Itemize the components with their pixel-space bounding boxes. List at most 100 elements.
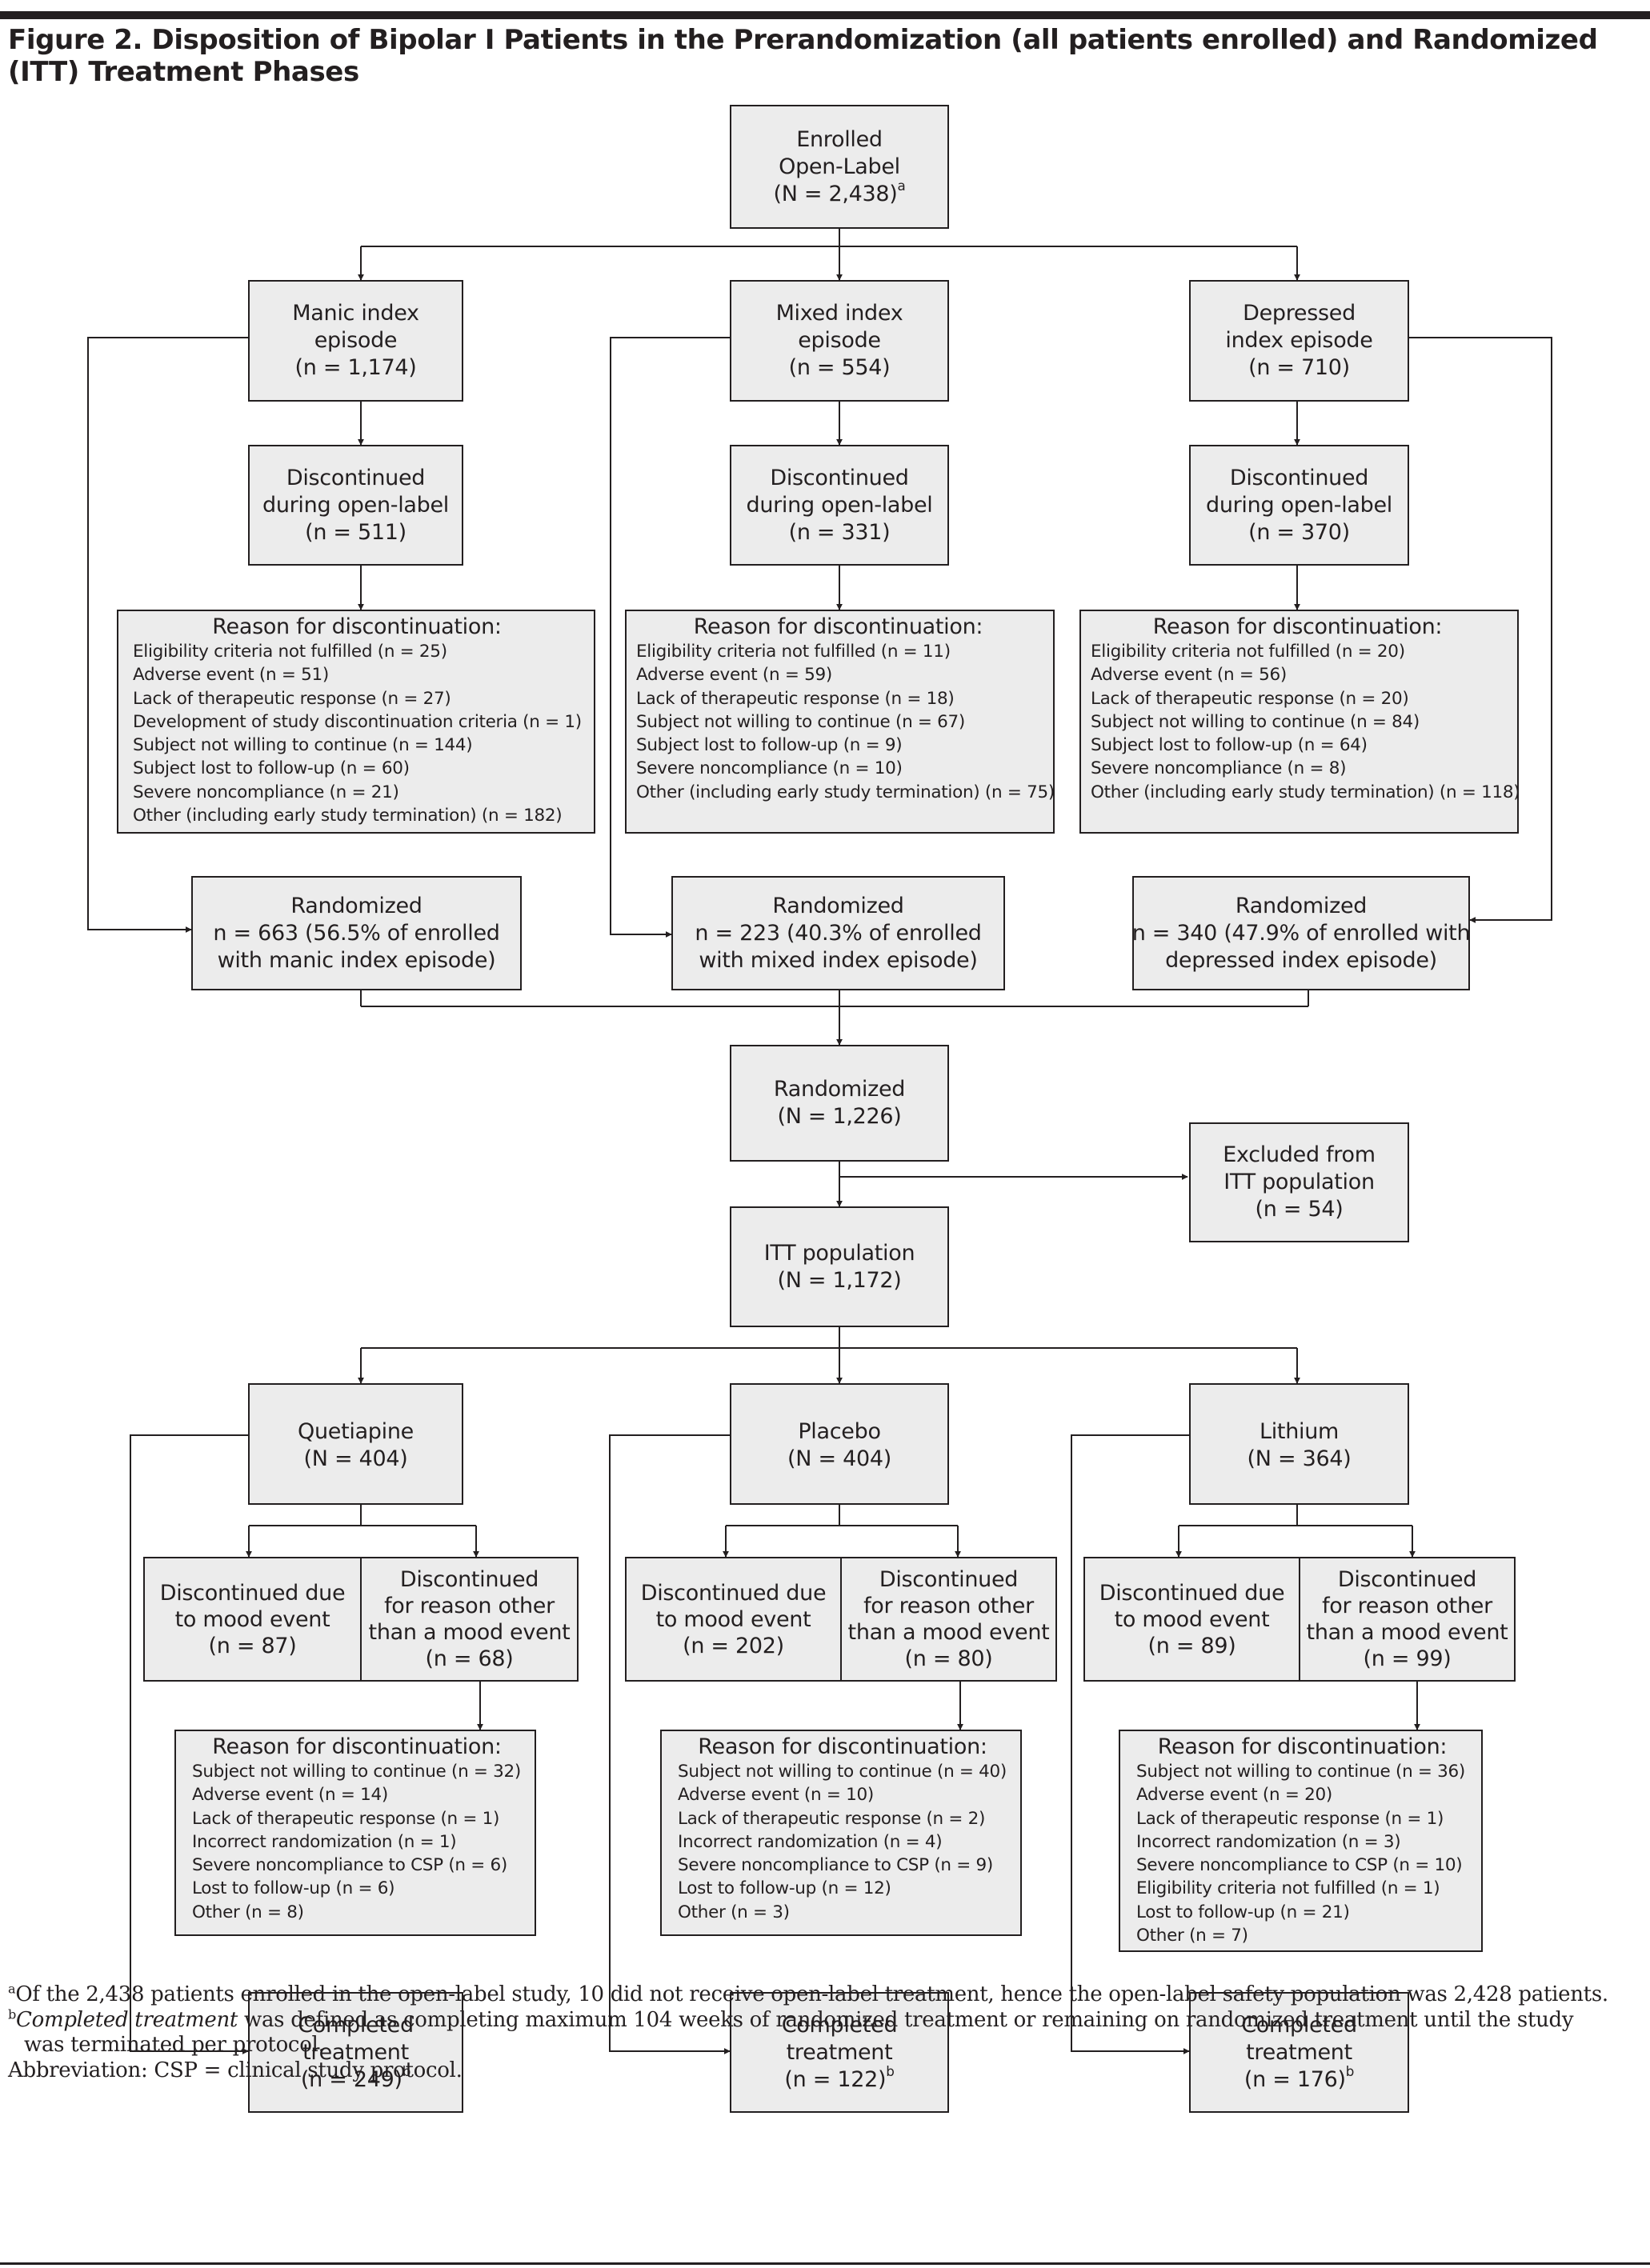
box-line-text: (n = 176) [1244,2066,1346,2092]
footnote-a: aOf the 2,438 patients enrolled in the o… [8,1982,1644,2008]
reasons-heading: Reason for discontinuation: [212,1734,502,1759]
box-line: than a mood event [847,1620,1050,1645]
box-line: than a mood event [368,1620,571,1645]
box-line: (n = 89) [1147,1633,1236,1658]
box-line: (n = 370) [1248,519,1350,545]
placebo-box: Placebo (N = 404) [730,1383,949,1505]
reasons-heading: Reason for discontinuation: [698,1734,987,1759]
reason-item: Other (including early study termination… [133,806,563,826]
box-line: with manic index episode) [217,947,496,973]
box-line: (n = 54) [1255,1197,1344,1222]
box-line: for reason other [1322,1594,1492,1618]
box-line: (n = 249)b [301,2065,410,2094]
quetiapine-mood-event: Discontinued due to mood event (n = 87) [145,1558,360,1680]
box-line: Quetiapine [298,1419,414,1444]
reason-item: Subject not willing to continue (n = 36) [1136,1762,1466,1782]
reason-item: Other (n = 7) [1136,1926,1248,1946]
reason-item: Lack of therapeutic response (n = 27) [133,688,451,709]
lithium-mood-event: Discontinued due to mood event (n = 89) [1085,1558,1299,1680]
lithium-completed-box: Completed treatment (n = 176)b [1189,1992,1409,2113]
reason-item: Lost to follow-up (n = 6) [192,1878,395,1899]
box-line: (n = 1,174) [294,355,417,380]
reason-item: Severe noncompliance to CSP (n = 6) [192,1855,508,1876]
box-line: treatment [1246,2039,1352,2065]
box-line: (n = 710) [1248,355,1350,380]
depressed-index-box: Depressed index episode (n = 710) [1189,280,1409,402]
box-line: Discontinued due [640,1580,827,1606]
quetiapine-discontinued-split: Discontinued due to mood event (n = 87) … [143,1557,579,1682]
reason-item: Lack of therapeutic response (n = 20) [1091,688,1409,709]
reason-item: Lack of therapeutic response (n = 1) [192,1808,500,1829]
enrolled-box: Enrolled Open-Label (N = 2,438)a [730,105,949,229]
reason-item: Severe noncompliance to CSP (n = 10) [1136,1855,1463,1876]
reasons-heading: Reason for discontinuation: [693,614,983,639]
placebo-discontinued-split: Discontinued due to mood event (n = 202)… [625,1557,1057,1682]
abbreviation-note: Abbreviation: CSP = clinical study proto… [8,2058,463,2082]
box-line: (N = 2,438)a [773,178,906,208]
box-line: treatment [302,2039,409,2065]
box-line: Randomized [773,1077,906,1102]
box-line: Discontinued due [1099,1580,1285,1606]
manic-randomized-box: Randomized n = 663 (56.5% of enrolled wi… [191,876,522,990]
box-line: to mood event [1114,1606,1270,1632]
box-line: (N = 364) [1247,1446,1352,1471]
footnote-marker: a [897,178,906,194]
arrow [1071,1434,1190,2054]
reason-item: Subject not willing to continue (n = 32) [192,1762,522,1782]
footnotes: aOf the 2,438 patients enrolled in the o… [8,1982,1644,2083]
box-line: (n = 99) [1363,1646,1452,1671]
box-line: for reason other [384,1594,555,1618]
box-line: n = 340 (47.9% of enrolled with [1131,920,1471,946]
lithium-box: Lithium (N = 364) [1189,1383,1409,1505]
mixed-discontinued-box: Discontinued during open-label (n = 331) [730,445,949,566]
quetiapine-completed-box: Completed treatment (n = 249)b [248,1992,463,2113]
box-line: (N = 1,172) [777,1267,902,1293]
box-line: (n = 554) [788,355,891,380]
box-line: (n = 80) [904,1646,993,1671]
reason-item: Subject not willing to continue (n = 144… [133,735,473,756]
mixed-reasons-box: Reason for discontinuation: Eligibility … [625,610,1055,834]
depressed-randomized-box: Randomized n = 340 (47.9% of enrolled wi… [1131,876,1471,990]
reason-item: Lack of therapeutic response (n = 1) [1136,1808,1444,1829]
box-line: during open-label [1205,492,1392,518]
box-line: Excluded from [1223,1142,1376,1167]
box-line: episode [314,328,398,353]
depressed-discontinued-box: Discontinued during open-label (n = 370) [1189,445,1409,566]
arrow [609,1434,731,2054]
box-line: Discontinued [1229,465,1369,490]
box-line: (N = 404) [787,1446,891,1471]
arrow [610,337,730,938]
box-line: (N = 1,226) [777,1104,902,1129]
footnote-marker: b [1345,2063,1355,2079]
reason-item: Incorrect randomization (n = 1) [192,1831,457,1852]
reason-item: Subject not willing to continue (n = 40) [678,1762,1007,1782]
footnote-marker: b [886,2063,895,2079]
box-line: Randomized [1235,893,1368,918]
footnote-text: was defined as completing maximum 104 we… [238,2007,1574,2032]
depressed-reasons-box: Reason for discontinuation: Eligibility … [1079,610,1520,834]
arrow [1409,337,1552,923]
reasons-heading: Reason for discontinuation: [1157,1734,1448,1759]
reason-item: Other (including early study termination… [636,782,1055,802]
box-line: treatment [786,2039,893,2065]
box-line: Discontinued [399,1567,539,1592]
box-line: Manic index [292,301,419,326]
box-line-text: (n = 122) [784,2066,887,2092]
box-line: (n = 331) [788,519,891,545]
box-line: ITT population [763,1240,915,1266]
placebo-reasons-box: Reason for discontinuation: Subject not … [660,1730,1022,1936]
box-line: (n = 87) [208,1633,297,1658]
reason-item: Adverse event (n = 14) [192,1785,388,1806]
quetiapine-box: Quetiapine (N = 404) [248,1383,463,1505]
quetiapine-other-reason: Discontinued for reason other than a moo… [360,1558,577,1680]
footnote-text: Of the 2,438 patients enrolled in the op… [15,1982,1608,2006]
itt-population-box: ITT population (N = 1,172) [730,1206,949,1327]
box-line: Lithium [1259,1419,1340,1444]
reason-item: Lost to follow-up (n = 12) [678,1878,891,1899]
box-line: Discontinued due [159,1580,346,1606]
reason-item: Eligibility criteria not fulfilled (n = … [636,642,951,662]
manic-index-box: Manic index episode (n = 1,174) [248,280,463,402]
box-line: (n = 176)b [1244,2063,1355,2094]
box-line: Completed [781,2012,898,2038]
